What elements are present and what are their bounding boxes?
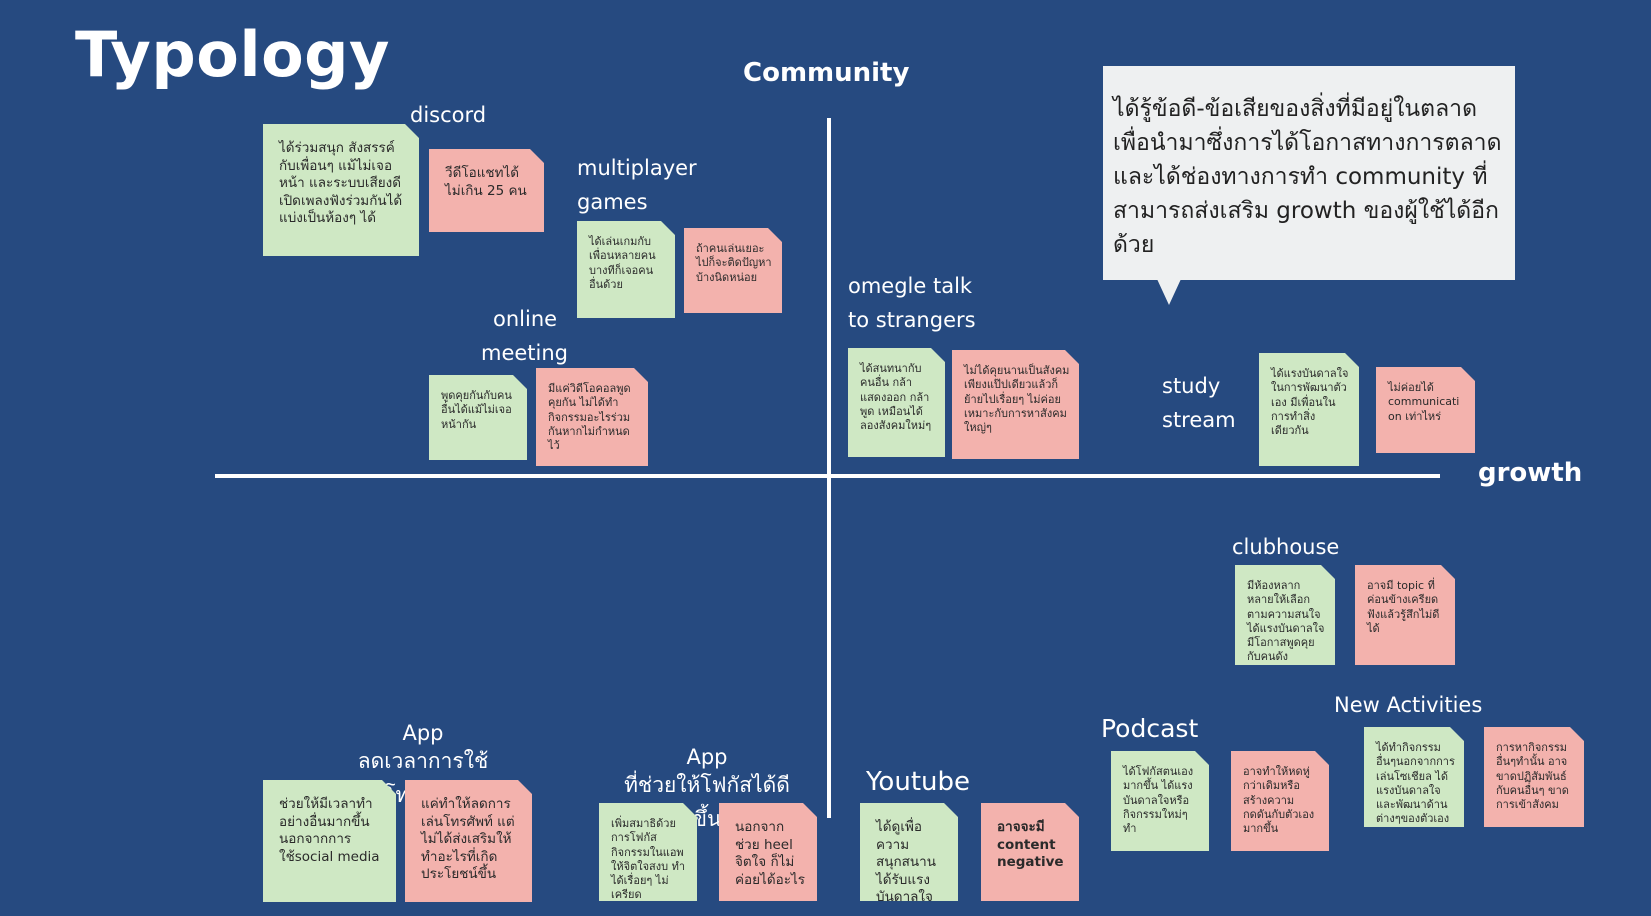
label-multiplayer: multiplayer [577,156,697,180]
label-omegle-strangers: to strangers [848,308,976,332]
vertical-axis [827,118,831,818]
note-podcast-con: อาจทำให้หดหู่กว่าเดิมหรือสร้างความกดดันก… [1231,751,1329,851]
note-multiplayer-con: ถ้าคนเล่นเยอะไปก็จะติดปัญหาบ้างนิดหน่อย [684,228,782,313]
label-podcast: Podcast [1101,714,1199,743]
label-app-phone: App [402,721,444,745]
page-title: Typology [75,18,390,91]
callout-bubble: ได้รู้ข้อดี-ข้อเสียของสิ่งที่มีอยู่ในตลา… [1103,66,1515,280]
note-app-phone-pro: ช่วยให้มีเวลาทำอย่างอื่นมากขึ้น นอกจากกา… [263,780,396,902]
note-youtube-con: อาจจะมี content negative [981,803,1079,901]
note-app-phone-con: แค่ทำให้ลดการเล่นโทรศัพท์ แต่ไม่ได้ส่งเส… [405,780,532,902]
horizontal-axis [215,474,1440,478]
label-youtube: Youtube [866,767,970,797]
label-omegle: omegle talk [848,274,973,298]
label-study-stream: stream [1162,408,1236,432]
note-clubhouse-pro: มีห้องหลากหลายให้เลือกตามความสนใจ ได้แรง… [1235,565,1335,665]
note-study-pro: ได้แรงบันดาลใจในการพัฒนาตัวเอง มีเพื่อนใ… [1259,353,1359,466]
label-app-focus: App [686,745,728,769]
note-discord-con: วีดีโอแชทได้ไม่เกิน 25 คน [429,149,544,232]
note-activities-pro: ได้ทำกิจกรรมอื่นๆนอกจากการเล่นโซเชียล ได… [1364,727,1464,827]
note-multiplayer-pro: ได้เล่นเกมกับเพื่อนหลายคน บางทีก็เจอคนอื… [577,221,675,318]
note-discord-pro: ได้ร่วมสนุก สังสรรค์กับเพื่อนๆ แม้ไม่เจอ… [263,124,419,256]
note-omegle-pro: ได้สนทนากับคนอื่น กล้าแสดงออก กล้าพูด เห… [848,348,945,457]
note-online-con: มีแค่วิดีโอคอลพูดคุยกัน ไม่ได้ทำกิจกรรมอ… [536,368,648,466]
note-youtube-pro: ได้ดูเพื่อความสนุกสนาน ได้รับแรงบันดาลใจ… [860,803,958,901]
label-study: study [1162,374,1221,398]
label-app-focus-desc: ที่ช่วยให้โฟกัสได้ดีขึ้น [624,773,790,831]
axis-label-growth: growth [1478,458,1583,488]
note-study-con: ไม่ค่อยได้ communication เท่าไหร่ [1376,367,1475,453]
label-multiplayer-games: games [577,190,648,214]
note-clubhouse-con: อาจมี topic ที่ค่อนข้างเครียด ฟังแล้วรู้… [1355,565,1455,665]
note-app-focus-pro: เพิ่มสมาธิด้วยการโฟกัสกิจกรรมในแอพ ให้จิ… [599,803,697,901]
axis-label-community: Community [743,58,910,88]
label-clubhouse: clubhouse [1232,535,1340,559]
callout-tail [1157,279,1181,305]
label-discord: discord [410,103,487,127]
label-online-meeting: meeting [481,341,569,365]
note-omegle-con: ไม่ได้คุยนานเป็นสังคมเพียงแป๊ปเดียวแล้วก… [952,350,1079,459]
note-online-pro: พูดคุยกันกับคนอื่นได้แม้ไม่เจอหน้ากัน [429,375,527,460]
label-online: online [493,307,558,331]
note-app-focus-con: นอกจากช่วย heel จิตใจ ก็ไม่ค่อยได้อะไร [719,803,817,901]
note-activities-con: การหากิจกรรมอื่นๆทำนั้น อาจขาดปฏิสัมพันธ… [1484,727,1584,827]
note-podcast-pro: ได้โฟกัสตนเองมากขึ้น ได้แรงบันดาลใจหรือก… [1111,751,1209,851]
label-new-activities: New Activities [1334,693,1483,717]
